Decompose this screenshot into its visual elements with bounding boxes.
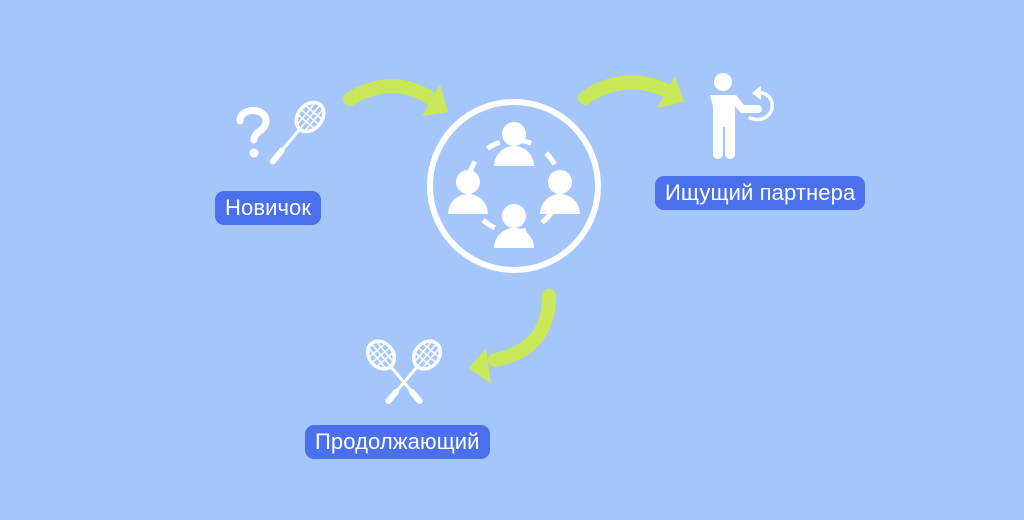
arrow-novice-to-community-icon <box>343 79 448 116</box>
arrow-community-to-continuing-icon <box>469 289 556 384</box>
seeking-partner-label: Ищущий партнера <box>655 176 866 210</box>
person-seeking-icon <box>710 73 774 159</box>
question-racket-icon <box>236 100 326 165</box>
arrow-community-to-seeking-icon <box>578 75 684 108</box>
crossed-rackets-icon <box>365 339 443 404</box>
continuing-label: Продолжающий <box>305 425 490 459</box>
community-circle-icon <box>427 99 601 273</box>
novice-label: Новичок <box>215 191 322 225</box>
